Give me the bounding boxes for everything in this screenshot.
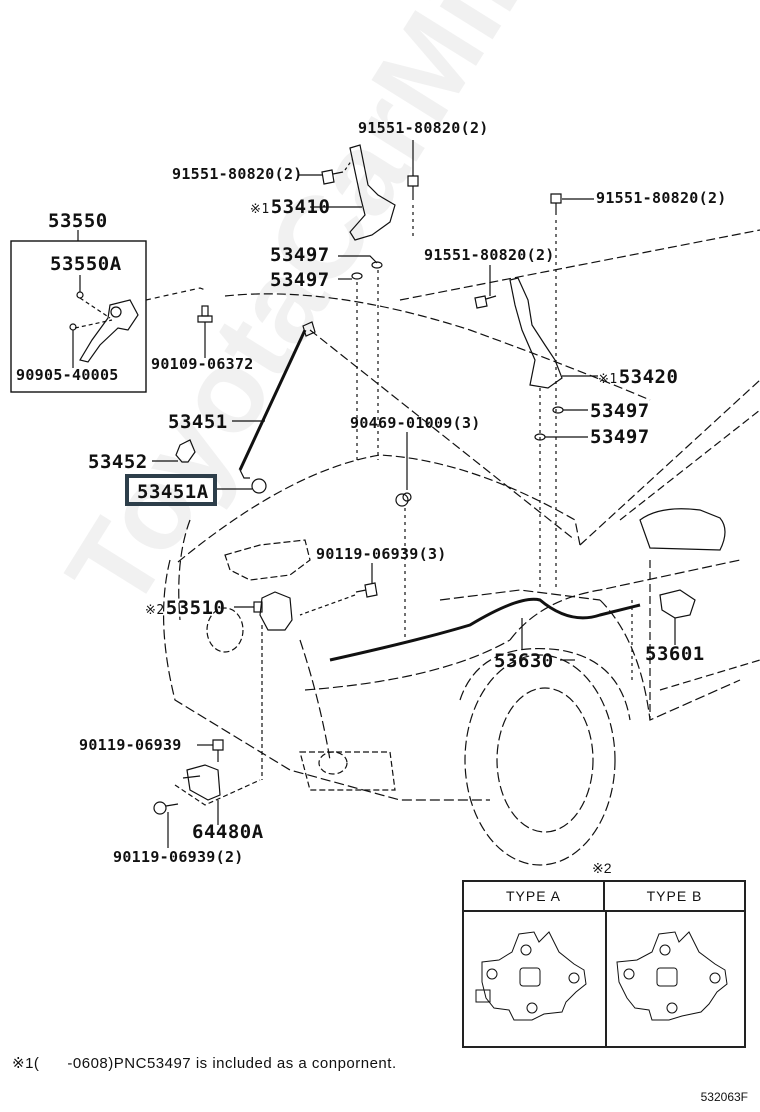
label-bolt-mid-right[interactable]: 91551-80820(2) (424, 246, 555, 264)
hook-icon (182, 764, 221, 801)
selected-part-highlight[interactable]: 53451A (125, 474, 217, 506)
label-bolt-hook[interactable]: 90119-06939 (79, 736, 182, 754)
mirror-outline (639, 508, 726, 551)
nut-icon (395, 492, 412, 507)
bolt-icon (321, 169, 344, 185)
grommet-icon (251, 478, 267, 494)
lock-type-b-icon (616, 931, 728, 1021)
release-cable (329, 597, 641, 662)
label-support-assy[interactable]: 53550 (48, 210, 108, 232)
note-mark: ※2 (145, 603, 165, 618)
label-grommet-selected: 53451A (137, 481, 209, 503)
label-hood-lock[interactable]: ※253510 (145, 599, 225, 618)
footnote: ※1( -0608)PNC53497 is included as a conp… (12, 1055, 397, 1072)
bolt-icon (153, 801, 179, 815)
part-number: 53410 (270, 196, 331, 218)
lock-type-drawings (475, 931, 728, 1021)
car-body-outline (162, 519, 741, 801)
type-table-note: ※2 (592, 860, 612, 876)
clip-icon (175, 439, 196, 463)
label-nut-hood[interactable]: 90469-01009(3) (350, 414, 481, 432)
fog-light (318, 751, 348, 775)
bolt-icon (550, 193, 562, 215)
lock-type-a-icon (475, 931, 587, 1021)
label-bolt-top-right[interactable]: 91551-80820(2) (596, 189, 727, 207)
label-hook-assy[interactable]: 64480A (192, 821, 264, 843)
hood-lock-icon (253, 591, 293, 631)
hood-support-strut (238, 321, 316, 479)
label-pad-3[interactable]: 53497 (590, 400, 650, 422)
left-hinge-icon (349, 144, 396, 241)
pad-icon (351, 272, 363, 280)
washer-tank (224, 539, 311, 581)
part-number: 53420 (618, 366, 679, 388)
label-bolt-top-center[interactable]: 91551-80820(2) (358, 119, 489, 137)
label-bolt-top-left[interactable]: 91551-80820(2) (172, 165, 303, 183)
bolt-icon (212, 739, 224, 762)
right-hinge-icon (509, 277, 563, 389)
pad-icon (552, 406, 564, 414)
bolt-icon (407, 175, 419, 200)
diagram-code: 532063F (700, 1090, 748, 1104)
type-b-header: TYPE B (605, 882, 744, 912)
label-bolt-hook-2[interactable]: 90119-06939(2) (113, 848, 244, 866)
label-hinge-left[interactable]: ※153410 (250, 198, 330, 217)
label-hood-support[interactable]: 53451 (168, 411, 228, 433)
note-mark: ※1 (250, 202, 270, 217)
label-pad-2[interactable]: 53497 (270, 269, 330, 291)
bolt-icon (197, 305, 213, 323)
label-pad-4[interactable]: 53497 (590, 426, 650, 448)
label-pad-1[interactable]: 53497 (270, 244, 330, 266)
pad-icon (371, 261, 383, 269)
label-hinge-right[interactable]: ※153420 (598, 368, 678, 387)
label-bolt-stay[interactable]: 90109-06372 (151, 355, 254, 373)
table-divider (605, 912, 607, 1046)
bolt-icon (474, 295, 497, 309)
type-a-header: TYPE A (464, 882, 605, 912)
release-lever-icon (659, 589, 696, 619)
note-mark: ※1 (598, 372, 618, 387)
label-cushion[interactable]: 90905-40005 (16, 366, 119, 384)
part-number: 53510 (165, 597, 226, 619)
label-release-cable[interactable]: 53630 (494, 650, 554, 672)
wheel-outline (459, 648, 631, 866)
bolt-icon (355, 582, 378, 598)
label-clip-holder[interactable]: 53452 (88, 451, 148, 473)
label-bolt-lock[interactable]: 90119-06939(3) (316, 545, 447, 563)
label-support-sub[interactable]: 53550A (50, 253, 122, 275)
label-release-lever[interactable]: 53601 (645, 643, 705, 665)
hood-outline (177, 229, 760, 563)
lock-type-table: TYPE A TYPE B (462, 880, 746, 1048)
support-part-icon (69, 291, 139, 363)
headlight (206, 607, 244, 653)
